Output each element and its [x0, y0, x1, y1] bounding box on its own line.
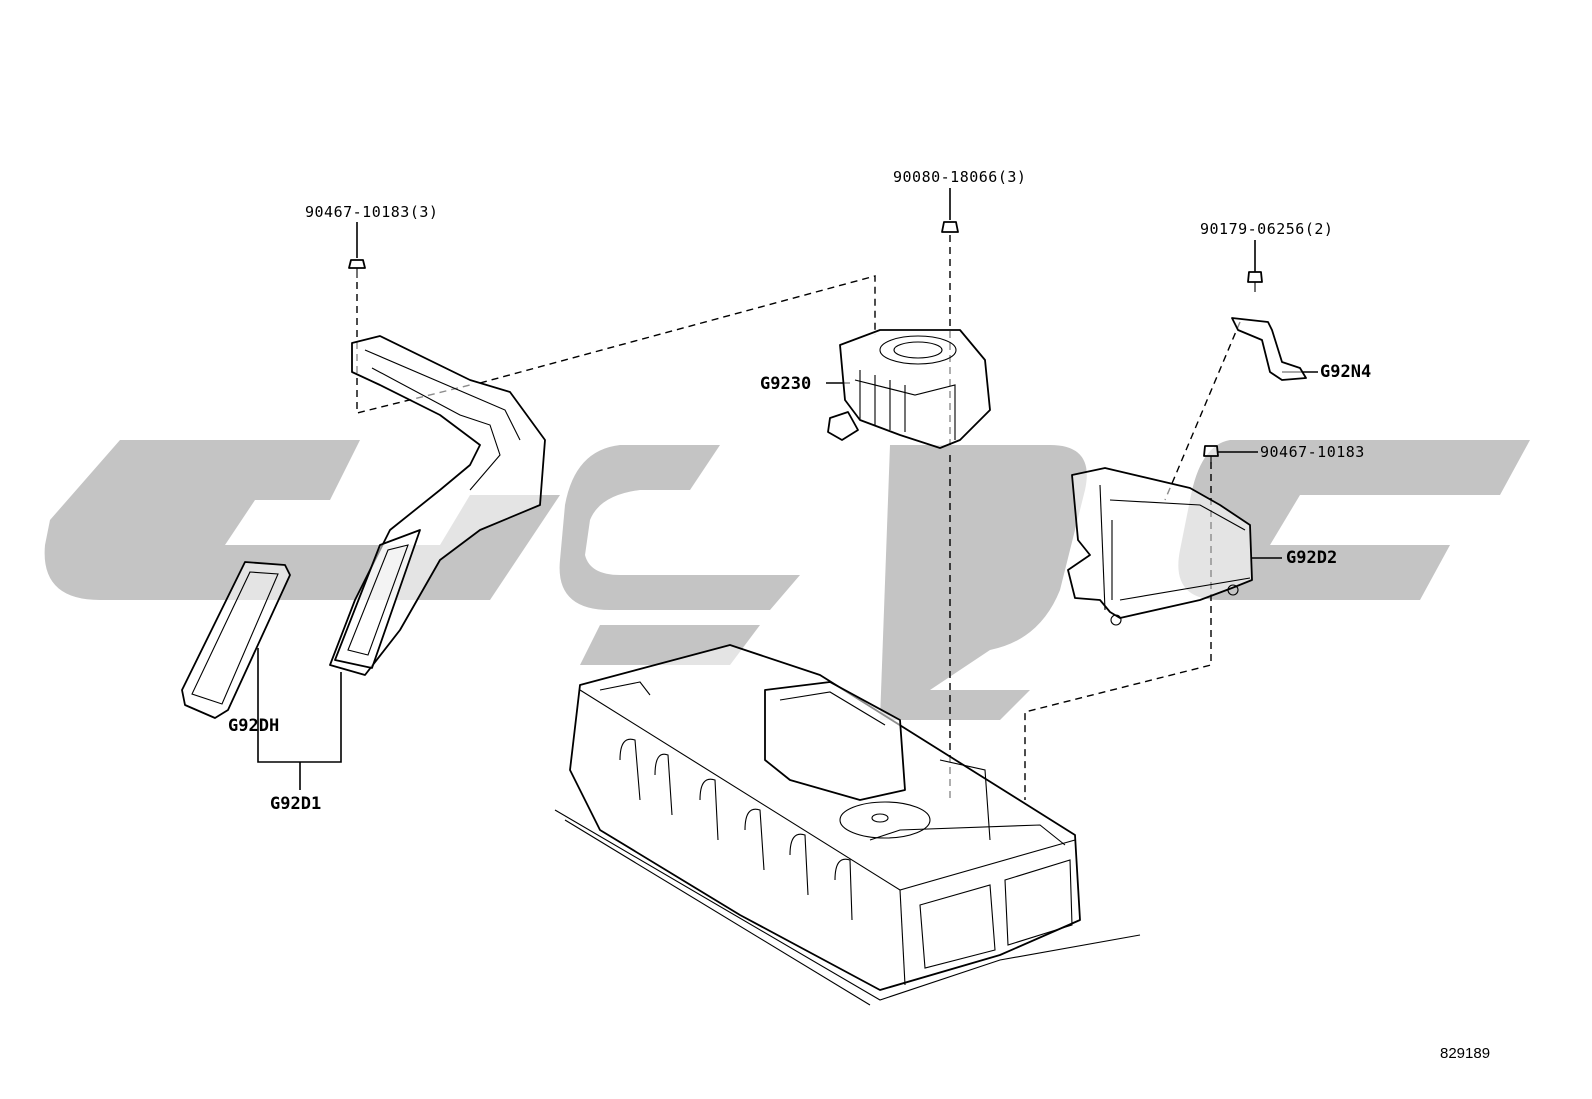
intake-duct-drawing: [329, 335, 546, 676]
callout-bolt-duct: 90467-10183(3): [305, 203, 438, 221]
bolt-icon: [1203, 445, 1219, 464]
callout-screw-bracket: 90179-06256(2): [1200, 220, 1333, 238]
label-intake-duct: G92D1: [270, 794, 321, 814]
gasket-drawing: [181, 561, 291, 719]
label-gasket: G92DH: [228, 716, 279, 736]
screw-icon: [1247, 271, 1263, 292]
battery-pack-drawing: [554, 644, 1141, 1006]
blower-motor-drawing: [827, 329, 991, 449]
rear-duct-drawing: [1067, 467, 1253, 626]
bracket-drawing: [1231, 317, 1307, 381]
callout-bolt-rear-duct: 90467-10183: [1260, 443, 1365, 461]
label-rear-duct: G92D2: [1286, 548, 1337, 568]
label-blower: G9230: [760, 374, 811, 394]
nut-icon: [941, 221, 959, 233]
label-bracket: G92N4: [1320, 362, 1371, 382]
diagram-id: 829189: [1440, 1045, 1490, 1062]
callout-nut-blower: 90080-18066(3): [893, 168, 1026, 186]
bolt-icon: [348, 259, 366, 278]
